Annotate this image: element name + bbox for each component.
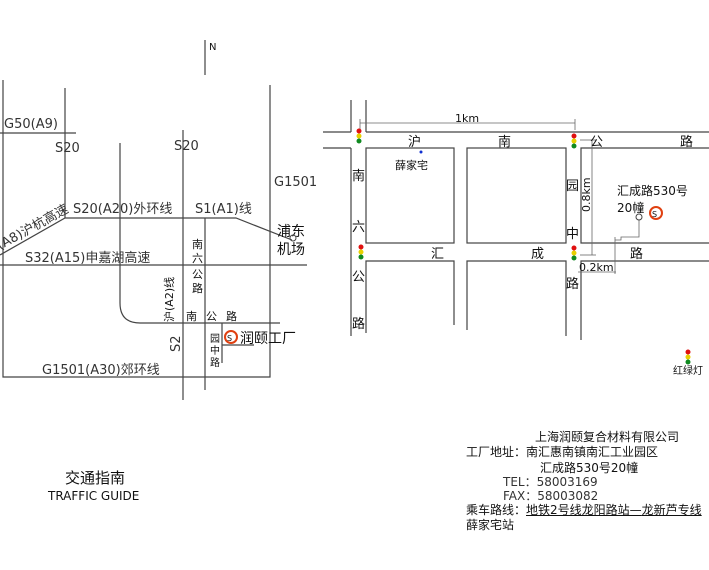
route-bus: 龙新芦专线: [641, 503, 702, 517]
road-label-nanliu: 南: [192, 238, 203, 251]
road-label-nanliu: 六: [352, 220, 365, 235]
address-label: 汇成路530号: [617, 183, 688, 198]
location-marker-icon: [635, 213, 643, 221]
right-map-roads: [323, 100, 709, 340]
address-row: 工厂地址：南汇惠南镇南汇工业园区: [466, 443, 658, 460]
road-label-s20-outer: S20(A20)外环线: [73, 202, 172, 217]
road-label-nanliu: 公: [192, 268, 203, 281]
road-label-nanliu: 六: [192, 252, 203, 265]
road-label-nanliu: 南: [352, 168, 365, 184]
road-label-a8: (A8)沪杭高速: [0, 201, 71, 253]
traffic-light-icon: [356, 128, 362, 144]
road-label-huicheng: 汇: [431, 247, 444, 262]
svg-text:S: S: [227, 334, 232, 343]
road-label-yuanzhong: 路: [210, 356, 220, 369]
road-label-hunan: 路: [680, 134, 693, 150]
traffic-light-icon: [571, 133, 577, 149]
address-label: 工厂地址：: [466, 445, 527, 459]
north-label: N: [209, 42, 216, 53]
bus-stop-label: 薛家宅: [395, 158, 428, 172]
scale-label-1km: 1km: [455, 112, 479, 125]
road-label-g1501: G1501: [274, 175, 317, 190]
traffic-light-icon: [571, 245, 577, 261]
fax: FAX：58003082: [503, 489, 599, 503]
address-label: 20幢: [617, 200, 644, 215]
road-label-hunan: 公: [590, 135, 603, 150]
route-row: 乘车路线：地铁2号线龙阳路站—龙新芦专线: [466, 501, 702, 518]
road-label-yuanzhong: 中: [210, 344, 220, 357]
road-label-yuanzhong: 园: [210, 333, 220, 345]
road-label-hunan: 南: [498, 134, 511, 150]
road-label-hunan: 公: [206, 310, 217, 323]
address-line2: 汇成路530号20幢: [540, 461, 639, 475]
bus-stop-marker-icon: [419, 150, 423, 154]
road-label-nanliu: 公: [352, 270, 365, 285]
address-line1: 南汇惠南镇南汇工业园区: [526, 445, 659, 459]
left-map-roads: [0, 80, 307, 400]
route-label: 乘车路线：: [466, 503, 527, 517]
traffic-lights: [356, 128, 691, 365]
factory-label: 润颐工厂: [240, 331, 296, 347]
airport-label: 浦东: [277, 224, 305, 240]
legend-traffic-light-icon: [685, 349, 691, 365]
airport-label: 机场: [277, 242, 305, 258]
legend-traffic-light-label: 红绿灯: [673, 364, 703, 377]
road-label-nanliu: 路: [352, 316, 365, 332]
road-label-s2: S2: [169, 335, 184, 352]
road-label-s1: S1(A1)线: [195, 202, 252, 217]
road-label-hunan: 路: [226, 310, 237, 323]
title-en: TRAFFIC GUIDE: [47, 489, 139, 503]
road-label-hunan: 南: [186, 310, 197, 323]
road-label-hunan: 沪: [408, 134, 421, 150]
road-label-s20: S20: [174, 139, 199, 154]
svg-text:S: S: [652, 210, 657, 219]
company-name: 上海润颐复合材料有限公司: [535, 430, 680, 444]
road-label-huicheng: 成: [531, 247, 544, 262]
factory-logo-icon: S: [224, 330, 238, 344]
road-label-yuanzhong: 中: [566, 227, 579, 242]
scale-label-0.8km: 0.8km: [580, 177, 593, 212]
north-arrow-icon: N: [204, 40, 216, 75]
road-label-yuanzhong: 路: [566, 276, 579, 292]
route-metro: 地铁2号线龙阳路站—: [526, 503, 642, 517]
road-label-yuanzhong: 园: [566, 179, 579, 194]
road-label-s20: S20: [55, 141, 80, 156]
title-cn: 交通指南: [65, 469, 125, 487]
factory-logo-icon: S: [649, 206, 663, 220]
road-label-s32: S32(A15)申嘉湖高速: [25, 250, 150, 266]
road-label-g1501-a30: G1501(A30)郊环线: [42, 362, 160, 378]
road-label-g50: G50(A9): [4, 117, 58, 132]
route-stop: 薛家宅站: [466, 518, 515, 532]
tel: TEL：58003169: [503, 475, 598, 489]
road-label-a2: 沪(A2)线: [162, 277, 176, 322]
airport-marker-icon: [289, 234, 297, 242]
scale-label-0.2km: 0.2km: [579, 261, 614, 274]
road-label-nanliu: 路: [192, 282, 203, 295]
road-label-huicheng: 路: [630, 246, 643, 262]
traffic-light-icon: [358, 244, 364, 260]
scale-bar-1km: [359, 119, 640, 274]
